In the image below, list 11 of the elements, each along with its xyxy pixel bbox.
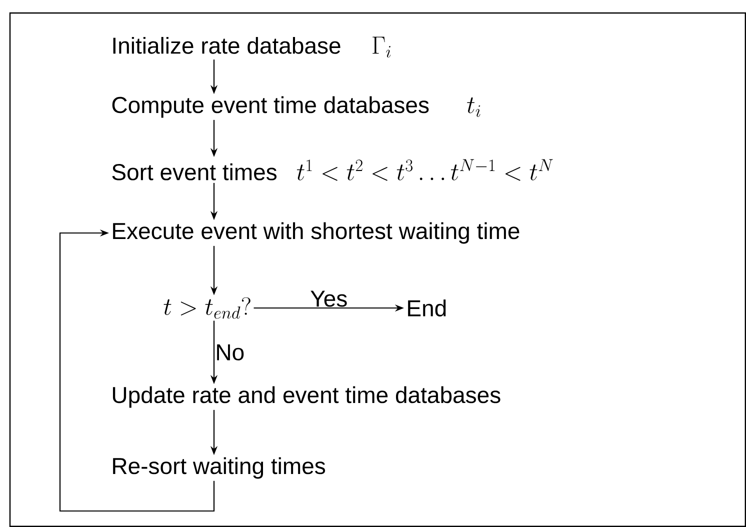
edge-label: No xyxy=(217,344,244,360)
decision-text: $t > t_{end}?$ xyxy=(164,297,250,319)
step-text: Update rate and event time databases xyxy=(112,386,500,408)
step-text: Sort event times $t^1 < t^2 < t^3 \ldots t^{N-1} < t^N$ xyxy=(112,159,553,181)
edge-label: Yes xyxy=(310,290,347,307)
step-text: Re-sort waiting times xyxy=(113,457,326,479)
end-text: End xyxy=(408,300,446,316)
step-text: Compute event time databases $t_i$ xyxy=(112,96,480,118)
step-text: Execute event with shortest waiting time xyxy=(113,222,520,244)
step-text: Initialize rate database $\Gamma_i$ xyxy=(113,36,391,58)
arrow xyxy=(59,229,215,512)
